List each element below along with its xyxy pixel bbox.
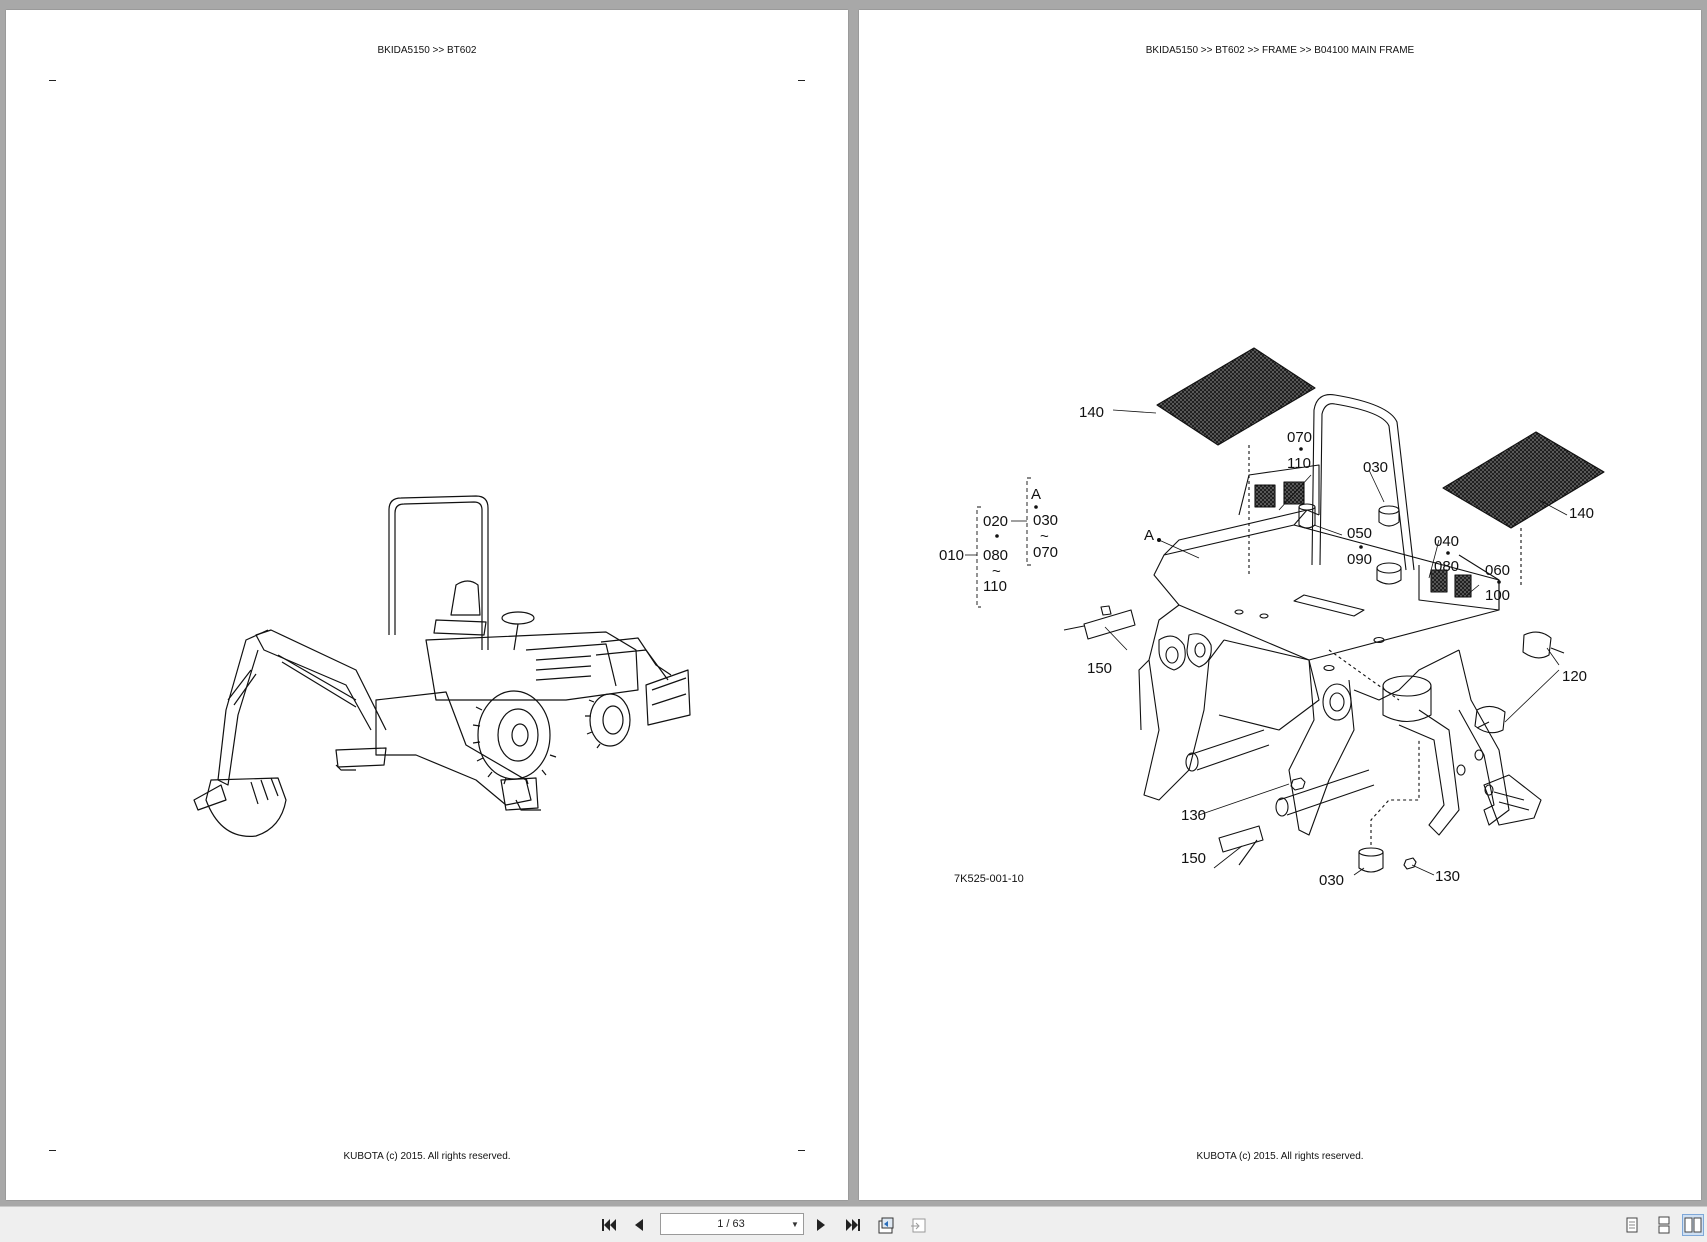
legend-A: A (1031, 486, 1041, 503)
crop-mark (49, 80, 56, 81)
crop-mark (49, 1150, 56, 1151)
callout-040: 040 (1434, 533, 1459, 550)
callout-130: 130 (1435, 868, 1460, 885)
legend-110: 110 (983, 578, 1007, 595)
legend-080: 080 (983, 547, 1008, 564)
chevron-down-icon[interactable]: ▼ (791, 1219, 799, 1229)
legend-030: 030 (1033, 512, 1058, 529)
legend-020: 020 (983, 513, 1008, 530)
open-file-icon[interactable] (875, 1214, 897, 1236)
legend-010: 010 (939, 547, 964, 564)
legend-070: 070 (1033, 544, 1058, 561)
page-right: BKIDA5150 >> BT602 >> FRAME >> B04100 MA… (859, 10, 1701, 1200)
callout-120: 120 (1562, 668, 1587, 685)
callout-140: 140 (1079, 404, 1104, 421)
export-icon[interactable] (907, 1214, 929, 1236)
step-mat-right (1442, 431, 1605, 529)
callout-130: 130 (1181, 807, 1206, 824)
page-footer: KUBOTA (c) 2015. All rights reserved. (1196, 1151, 1364, 1162)
callout-030: 030 (1319, 872, 1344, 889)
step-mat-left (1156, 347, 1316, 446)
callout-090: 090 (1347, 551, 1372, 568)
next-page-icon[interactable] (810, 1214, 832, 1236)
last-page-icon[interactable] (842, 1214, 864, 1236)
two-page-view-icon[interactable] (1682, 1214, 1704, 1236)
callout-060: 060 (1485, 562, 1510, 579)
crop-mark (798, 1150, 805, 1151)
callout-110: 110 (1287, 455, 1311, 472)
callout-150: 150 (1087, 660, 1112, 677)
single-page-view-icon[interactable] (1621, 1214, 1643, 1236)
main-frame-exploded-diagram: 140 070 110 030 050 090 A 140 040 080 06… (939, 347, 1605, 889)
drawing-number: 7K525-001-10 (954, 873, 1024, 885)
viewer-toolbar: 1 / 63 ▼ (0, 1206, 1707, 1242)
callout-030: 030 (1363, 459, 1388, 476)
legend-tilde: ~ (992, 563, 1001, 580)
page-footer: KUBOTA (c) 2015. All rights reserved. (343, 1151, 511, 1162)
callout-080: 080 (1434, 558, 1459, 575)
page-indicator: 1 / 63 (717, 1218, 745, 1230)
first-page-icon[interactable] (598, 1214, 620, 1236)
page-number-field[interactable]: 1 / 63 ▼ (660, 1213, 804, 1235)
crop-mark (798, 80, 805, 81)
backhoe-tractor-illustration (193, 495, 691, 837)
legend-tilde: ~ (1040, 528, 1049, 545)
page-left: BKIDA5150 >> BT602 (6, 10, 848, 1200)
callout-050: 050 (1347, 525, 1372, 542)
page-header: BKIDA5150 >> BT602 (377, 45, 477, 56)
callout-100: 100 (1485, 587, 1510, 604)
callout-150: 150 (1181, 850, 1206, 867)
previous-page-icon[interactable] (628, 1214, 650, 1236)
continuous-view-icon[interactable] (1653, 1214, 1675, 1236)
callout-A: A (1144, 527, 1154, 544)
callout-140: 140 (1569, 505, 1594, 522)
page-header: BKIDA5150 >> BT602 >> FRAME >> B04100 MA… (1145, 45, 1415, 56)
callout-070: 070 (1287, 429, 1312, 446)
